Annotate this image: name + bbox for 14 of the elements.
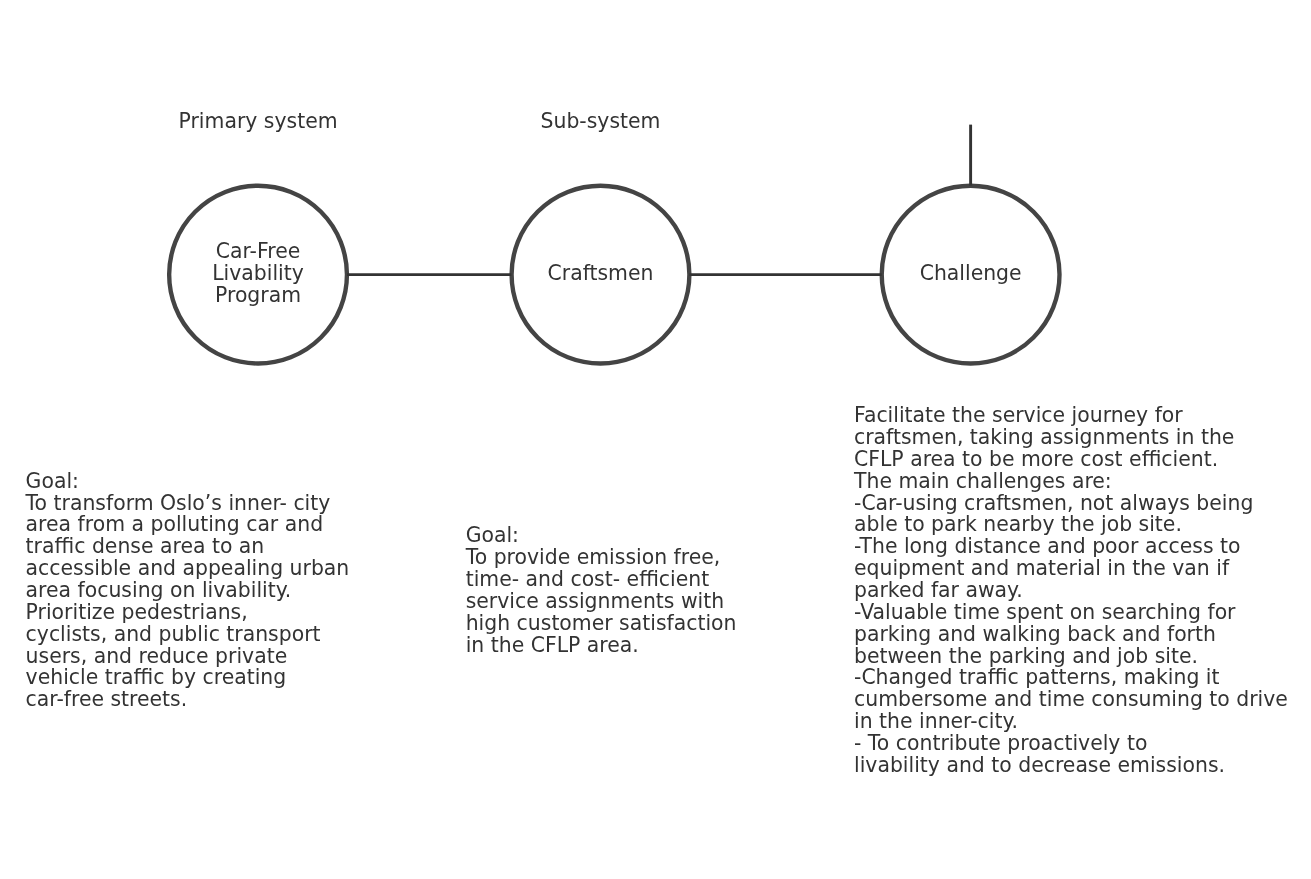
connector bbox=[689, 272, 882, 276]
node-label: Primary system bbox=[178, 108, 338, 133]
node-circle: Car-Free Livability Program bbox=[166, 183, 350, 366]
connector bbox=[969, 124, 973, 186]
node-circle: Craftsmen bbox=[509, 183, 692, 366]
node-label: Goal: bbox=[25, 468, 79, 493]
connector bbox=[347, 272, 512, 276]
node-label: Goal: bbox=[465, 522, 520, 547]
node-label: Sub-system bbox=[540, 108, 661, 133]
node-label: The main challenges are: bbox=[854, 468, 1112, 493]
node-circle: Challenge bbox=[879, 183, 1062, 366]
node-label: Facilitate the service journey for craftsmen, taking assignments in the CFLP area to be more cost efficient. bbox=[854, 402, 1235, 471]
node-label: To transform Oslo’s inner- city area from a polluting car and traffic dense area to an accessible and appealing urban area focusing on livability. Prioritize pedestrians, cyclists, and public transport users, and reduce private vehicle traffic by creating car-free streets. bbox=[25, 490, 350, 711]
node-label: To provide emission free, time- and cost- efficient service assignments with high customer satisfaction in the CFLP area. bbox=[465, 544, 737, 657]
